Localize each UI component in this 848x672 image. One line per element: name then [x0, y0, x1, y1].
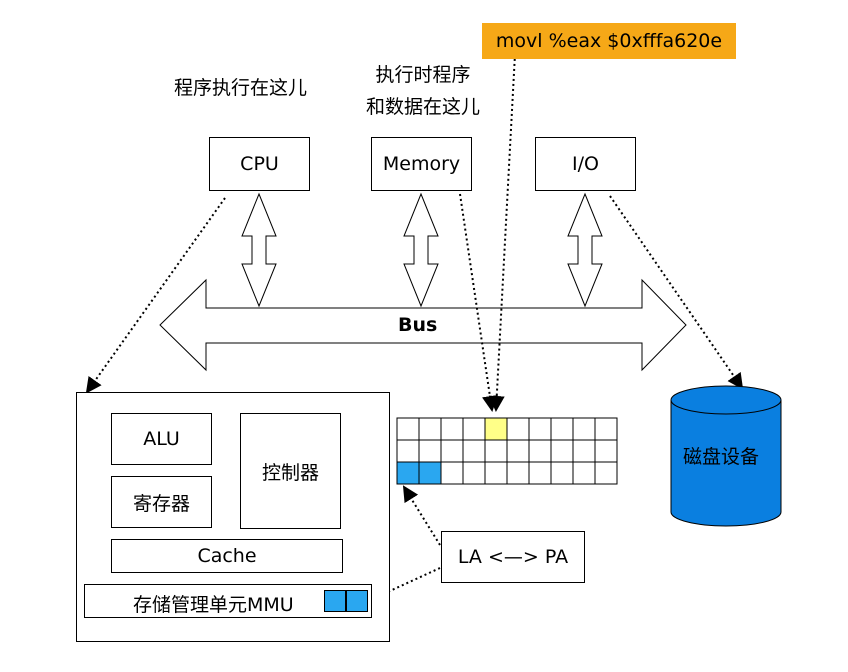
mmu-box: 存储管理单元MMU [84, 584, 372, 618]
cache-label: Cache [197, 545, 257, 567]
memory-cell [484, 461, 508, 485]
instruction-text: movl %eax $0xfffa620e [495, 30, 723, 52]
memory-cell [572, 461, 596, 485]
io-label: I/O [572, 153, 599, 175]
memory-cell [572, 439, 596, 463]
bus-arrow [159, 278, 687, 372]
memory-cell [528, 417, 552, 441]
memory-cell [550, 417, 574, 441]
memory-cell-dotted-arrow [459, 193, 498, 412]
memory-cell [462, 461, 486, 485]
memory-cell [396, 439, 420, 463]
cpu-bus-arrow [241, 192, 277, 308]
memory-label: Memory [382, 153, 461, 175]
memory-cell [506, 461, 530, 485]
memory-cell [506, 417, 530, 441]
memory-cell [572, 417, 596, 441]
mmu-label: 存储管理单元MMU [133, 594, 294, 616]
memory-cell [440, 461, 464, 485]
memory-cell [440, 417, 464, 441]
memory-cell [594, 417, 618, 441]
memory-cell [484, 417, 508, 441]
memory-caption-line1: 执行时程序 [375, 64, 471, 86]
instruction-banner: movl %eax $0xfffa620e [482, 23, 736, 59]
controller-label: 控制器 [261, 461, 319, 484]
cpu-box: CPU [209, 137, 310, 191]
memory-cell [594, 461, 618, 485]
bus-label: Bus [398, 314, 438, 336]
memory-cell [396, 417, 420, 441]
mmu-cell [324, 590, 346, 612]
memory-cell [418, 439, 442, 463]
cache-box: Cache [111, 539, 343, 573]
memory-cell [484, 439, 508, 463]
memory-bus-arrow [403, 192, 439, 308]
memory-cell [528, 439, 552, 463]
translation-box: LA <—> PA [441, 531, 585, 583]
memory-cell [440, 439, 464, 463]
memory-box: Memory [371, 137, 472, 191]
memory-caption-line2: 和数据在这儿 [365, 96, 480, 118]
memory-cell [396, 461, 420, 485]
memory-cell [594, 439, 618, 463]
translation-label: LA <—> PA [457, 546, 569, 568]
alu-label: ALU [143, 428, 180, 450]
registers-box: 寄存器 [111, 476, 212, 528]
io-disk-dotted-arrow [609, 195, 744, 390]
disk-cylinder [670, 385, 782, 527]
instruction-dotted-arrow [488, 53, 516, 412]
memory-cell [550, 439, 574, 463]
controller-box: 控制器 [240, 413, 341, 529]
cpu-caption: 程序执行在这儿 [174, 77, 308, 99]
io-bus-arrow [567, 192, 603, 308]
memory-cell [506, 439, 530, 463]
memory-cell [462, 439, 486, 463]
cpu-label: CPU [240, 153, 279, 175]
io-box: I/O [535, 137, 636, 191]
memory-grid [396, 417, 618, 485]
memory-cell [418, 461, 442, 485]
translation-grid-dotted-arrow [402, 485, 441, 546]
memory-cell [528, 461, 552, 485]
memory-cell [418, 417, 442, 441]
alu-box: ALU [111, 413, 212, 465]
memory-cell [462, 417, 486, 441]
registers-label: 寄存器 [132, 492, 190, 515]
memory-cell [550, 461, 574, 485]
disk-label: 磁盘设备 [683, 446, 760, 468]
mmu-cell [346, 590, 368, 612]
